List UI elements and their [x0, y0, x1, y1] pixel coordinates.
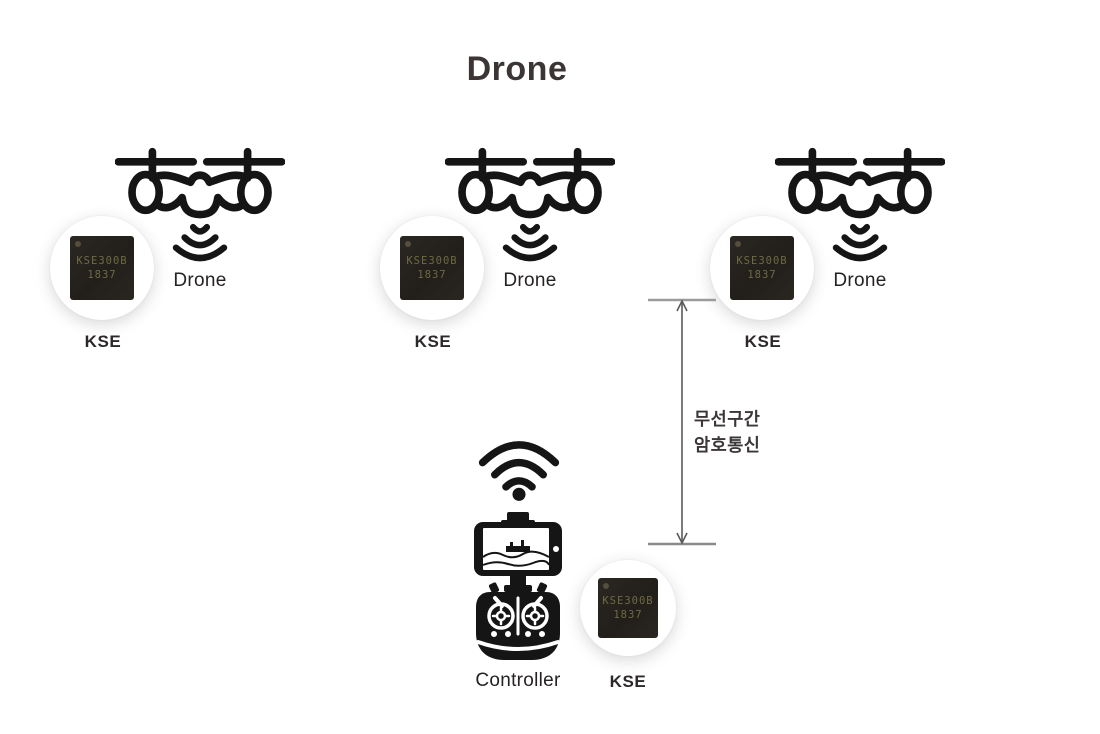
annotation-line1: 무선구간: [694, 409, 761, 429]
drone-label: Drone: [503, 270, 557, 291]
chip-pin1-dot: [75, 241, 81, 247]
wifi-icon: [478, 441, 560, 501]
chip-photo-circle: KSE300B 1837: [710, 216, 814, 320]
kse-chip-icon: KSE300B 1837: [70, 236, 134, 300]
annotation-line2: 암호통신: [694, 435, 761, 455]
chip-photo-circle: KSE300B 1837: [380, 216, 484, 320]
page-title: Drone: [466, 50, 568, 88]
kse-chip-icon: KSE300B 1837: [400, 236, 464, 300]
drone-icon: [445, 147, 615, 219]
kse-chip-icon: KSE300B 1837: [598, 578, 658, 638]
drone-label: Drone: [833, 270, 887, 291]
drone-label: Drone: [173, 270, 227, 291]
drone-icon: [115, 147, 285, 219]
kse-caption: KSE: [414, 332, 452, 351]
signal-waves-icon: [502, 223, 558, 262]
kse-caption: KSE: [744, 332, 782, 351]
drone-group-3: Drone KSE300B 1837 KSE: [700, 140, 1040, 370]
controller-group: Controller KSE300B 1837 KSE: [440, 430, 700, 710]
chip-marking-line2: 1837: [613, 608, 643, 621]
chip-marking-line1: KSE300B: [406, 254, 458, 267]
chip-marking-line2: 1837: [747, 268, 777, 281]
wireless-encryption-annotation: 무선구간 암호통신: [694, 406, 760, 458]
chip-photo-circle: KSE300B 1837: [580, 560, 676, 656]
signal-waves-icon: [832, 223, 888, 262]
signal-waves-icon: [172, 223, 228, 262]
drone-icon: [775, 147, 945, 219]
chip-marking-line1: KSE300B: [736, 254, 788, 267]
controller-label: Controller: [475, 670, 561, 691]
drone-group-1: Drone KSE300B 1837 KSE: [40, 140, 380, 370]
chip-marking-line1: KSE300B: [76, 254, 128, 267]
phone-screen-scene: [482, 540, 550, 567]
kse-chip-icon: KSE300B 1837: [730, 236, 794, 300]
chip-marking-line2: 1837: [417, 268, 447, 281]
chip-marking-line1: KSE300B: [602, 594, 654, 607]
chip-pin1-dot: [735, 241, 741, 247]
chip-pin1-dot: [405, 241, 411, 247]
kse-caption: KSE: [84, 332, 122, 351]
chip-pin1-dot: [603, 583, 609, 589]
drone-group-2: Drone KSE300B 1837 KSE: [370, 140, 710, 370]
wireless-span-arrow-icon: [648, 298, 716, 546]
chip-marking-line2: 1837: [87, 268, 117, 281]
kse-caption: KSE: [609, 672, 647, 691]
chip-photo-circle: KSE300B 1837: [50, 216, 154, 320]
controller-icon: [474, 512, 562, 660]
